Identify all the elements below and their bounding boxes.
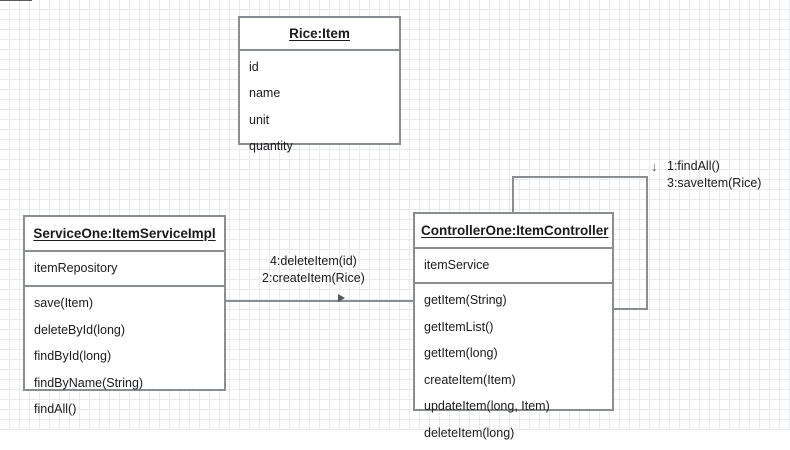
operations-compartment-controller-one: getItem(String) getItemList() getItem(lo… [415,284,612,450]
message-label-controller-self: 1:findAll() 3:saveItem(Rice) [667,158,761,192]
uml-class-controller-one[interactable]: ControllerOne:ItemController itemService… [413,212,614,439]
attributes-compartment-rice-item: id name unit quantity [240,51,399,164]
diagram-canvas: Rice:Item id name unit quantity ServiceO… [0,0,790,439]
attribute-row: itemRepository [34,260,118,275]
operation-row: findByName(String) [34,375,144,390]
attribute-row: id [249,59,259,74]
message-direction-arrow-shaft [0,0,32,1]
message-label-line-2: 3:saveItem(Rice) [667,176,762,190]
operation-row: findAll() [34,402,77,416]
class-title-controller-one: ControllerOne:ItemController [415,214,612,249]
operation-row: getItem(long) [424,346,498,360]
self-loop-segment-top[interactable] [512,176,648,178]
association-line-service-to-controller[interactable] [225,300,414,302]
operation-row: findById(long) [34,349,112,363]
message-label-line-1: 1:findAll() [667,159,720,173]
attribute-row: quantity [249,139,293,153]
message-label-service-to-controller: 4:deleteItem(id) 2:createItem(Rice) [262,253,365,287]
message-direction-arrow-icon [338,294,345,302]
operations-compartment-service-one: save(Item) deleteById(long) findById(lon… [25,287,224,427]
operation-row: deleteItem(long) [424,425,515,440]
attribute-row: name [249,86,281,100]
down-arrow-icon: ↓ [651,159,658,174]
attribute-row: unit [249,112,270,127]
attributes-compartment-service-one: itemRepository [25,252,224,287]
operation-row: updateItem(long, Item) [424,399,550,413]
class-title-rice-item: Rice:Item [240,18,399,51]
operation-row: save(Item) [34,296,94,310]
operation-row: getItemList() [424,319,494,334]
class-title-service-one: ServiceOne:ItemServiceImpl [25,217,224,252]
operation-row: deleteById(long) [34,322,126,337]
message-label-line-2: 2:createItem(Rice) [262,271,365,285]
attributes-compartment-controller-one: itemService [415,249,612,284]
self-loop-segment-bottom[interactable] [612,308,648,310]
operation-row: createItem(Item) [424,372,516,387]
message-label-line-1: 4:deleteItem(id) [269,254,357,268]
attribute-row: itemService [424,257,490,272]
operation-row: getItem(String) [424,293,507,307]
self-loop-segment-left[interactable] [512,176,514,213]
self-loop-segment-right[interactable] [646,176,648,310]
uml-class-rice-item[interactable]: Rice:Item id name unit quantity [238,16,401,152]
uml-class-service-one[interactable]: ServiceOne:ItemServiceImpl itemRepositor… [23,215,226,415]
